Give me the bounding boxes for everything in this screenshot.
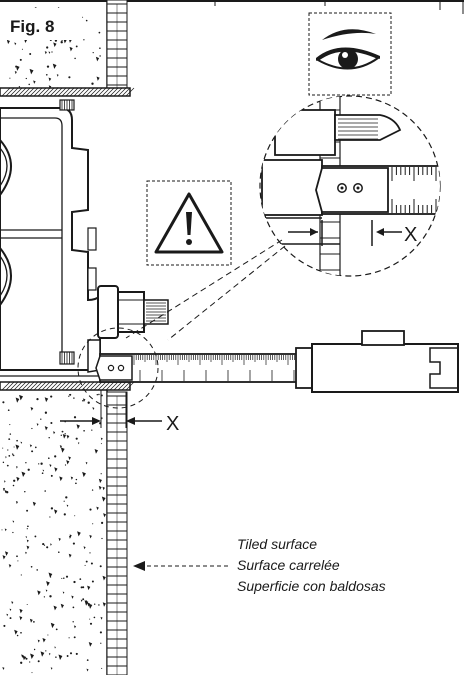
dimension-x: X [60,390,179,435]
valve-body [0,107,101,371]
detail-leader-lines [77,239,286,409]
caption-italian: Superficie con baldosas [237,578,386,594]
warning-icon-box [146,180,232,266]
eye-icon [316,29,381,70]
figure-label: Fig. 8 [10,17,54,36]
dimension-label: X [166,413,179,435]
tiled-surface-callout: Tiled surface Surface carrelée Superfici… [133,536,386,594]
valve-cavity [0,87,169,391]
depth-gauge [95,330,459,393]
figure-label-box: Fig. 8 [4,8,82,40]
eye-icon-box [308,12,392,96]
warning-triangle-icon [154,192,224,254]
tile-joints-top [107,3,127,90]
tile-joints-bottom [107,395,127,675]
detail-dimension-arrows: X [288,224,417,246]
concrete-speckle-bottom [1,393,107,674]
caption-french: Surface carrelée [237,557,340,573]
tile-layer [106,0,128,676]
detail-magnifier: X [259,95,441,277]
ruler-scale [133,355,295,381]
caption-english: Tiled surface [237,536,317,552]
detail-dimension-label: X [404,224,417,246]
